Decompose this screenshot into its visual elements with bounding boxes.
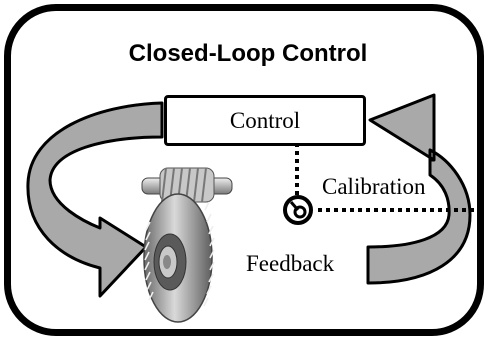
gear-icon	[141, 167, 233, 323]
control-label: Control	[229, 107, 301, 133]
diagram-title: Closed-Loop Control	[128, 40, 368, 67]
control-node: Control	[164, 95, 366, 146]
calibration-label: Calibration	[320, 174, 428, 200]
curved-arrow-down-icon	[26, 101, 164, 298]
feedback-connections	[295, 143, 474, 212]
diagram-frame	[4, 4, 484, 336]
curved-arrow-up-icon	[366, 93, 472, 285]
sensor-dial-icon	[283, 195, 313, 225]
feedback-label: Feedback	[244, 251, 337, 277]
